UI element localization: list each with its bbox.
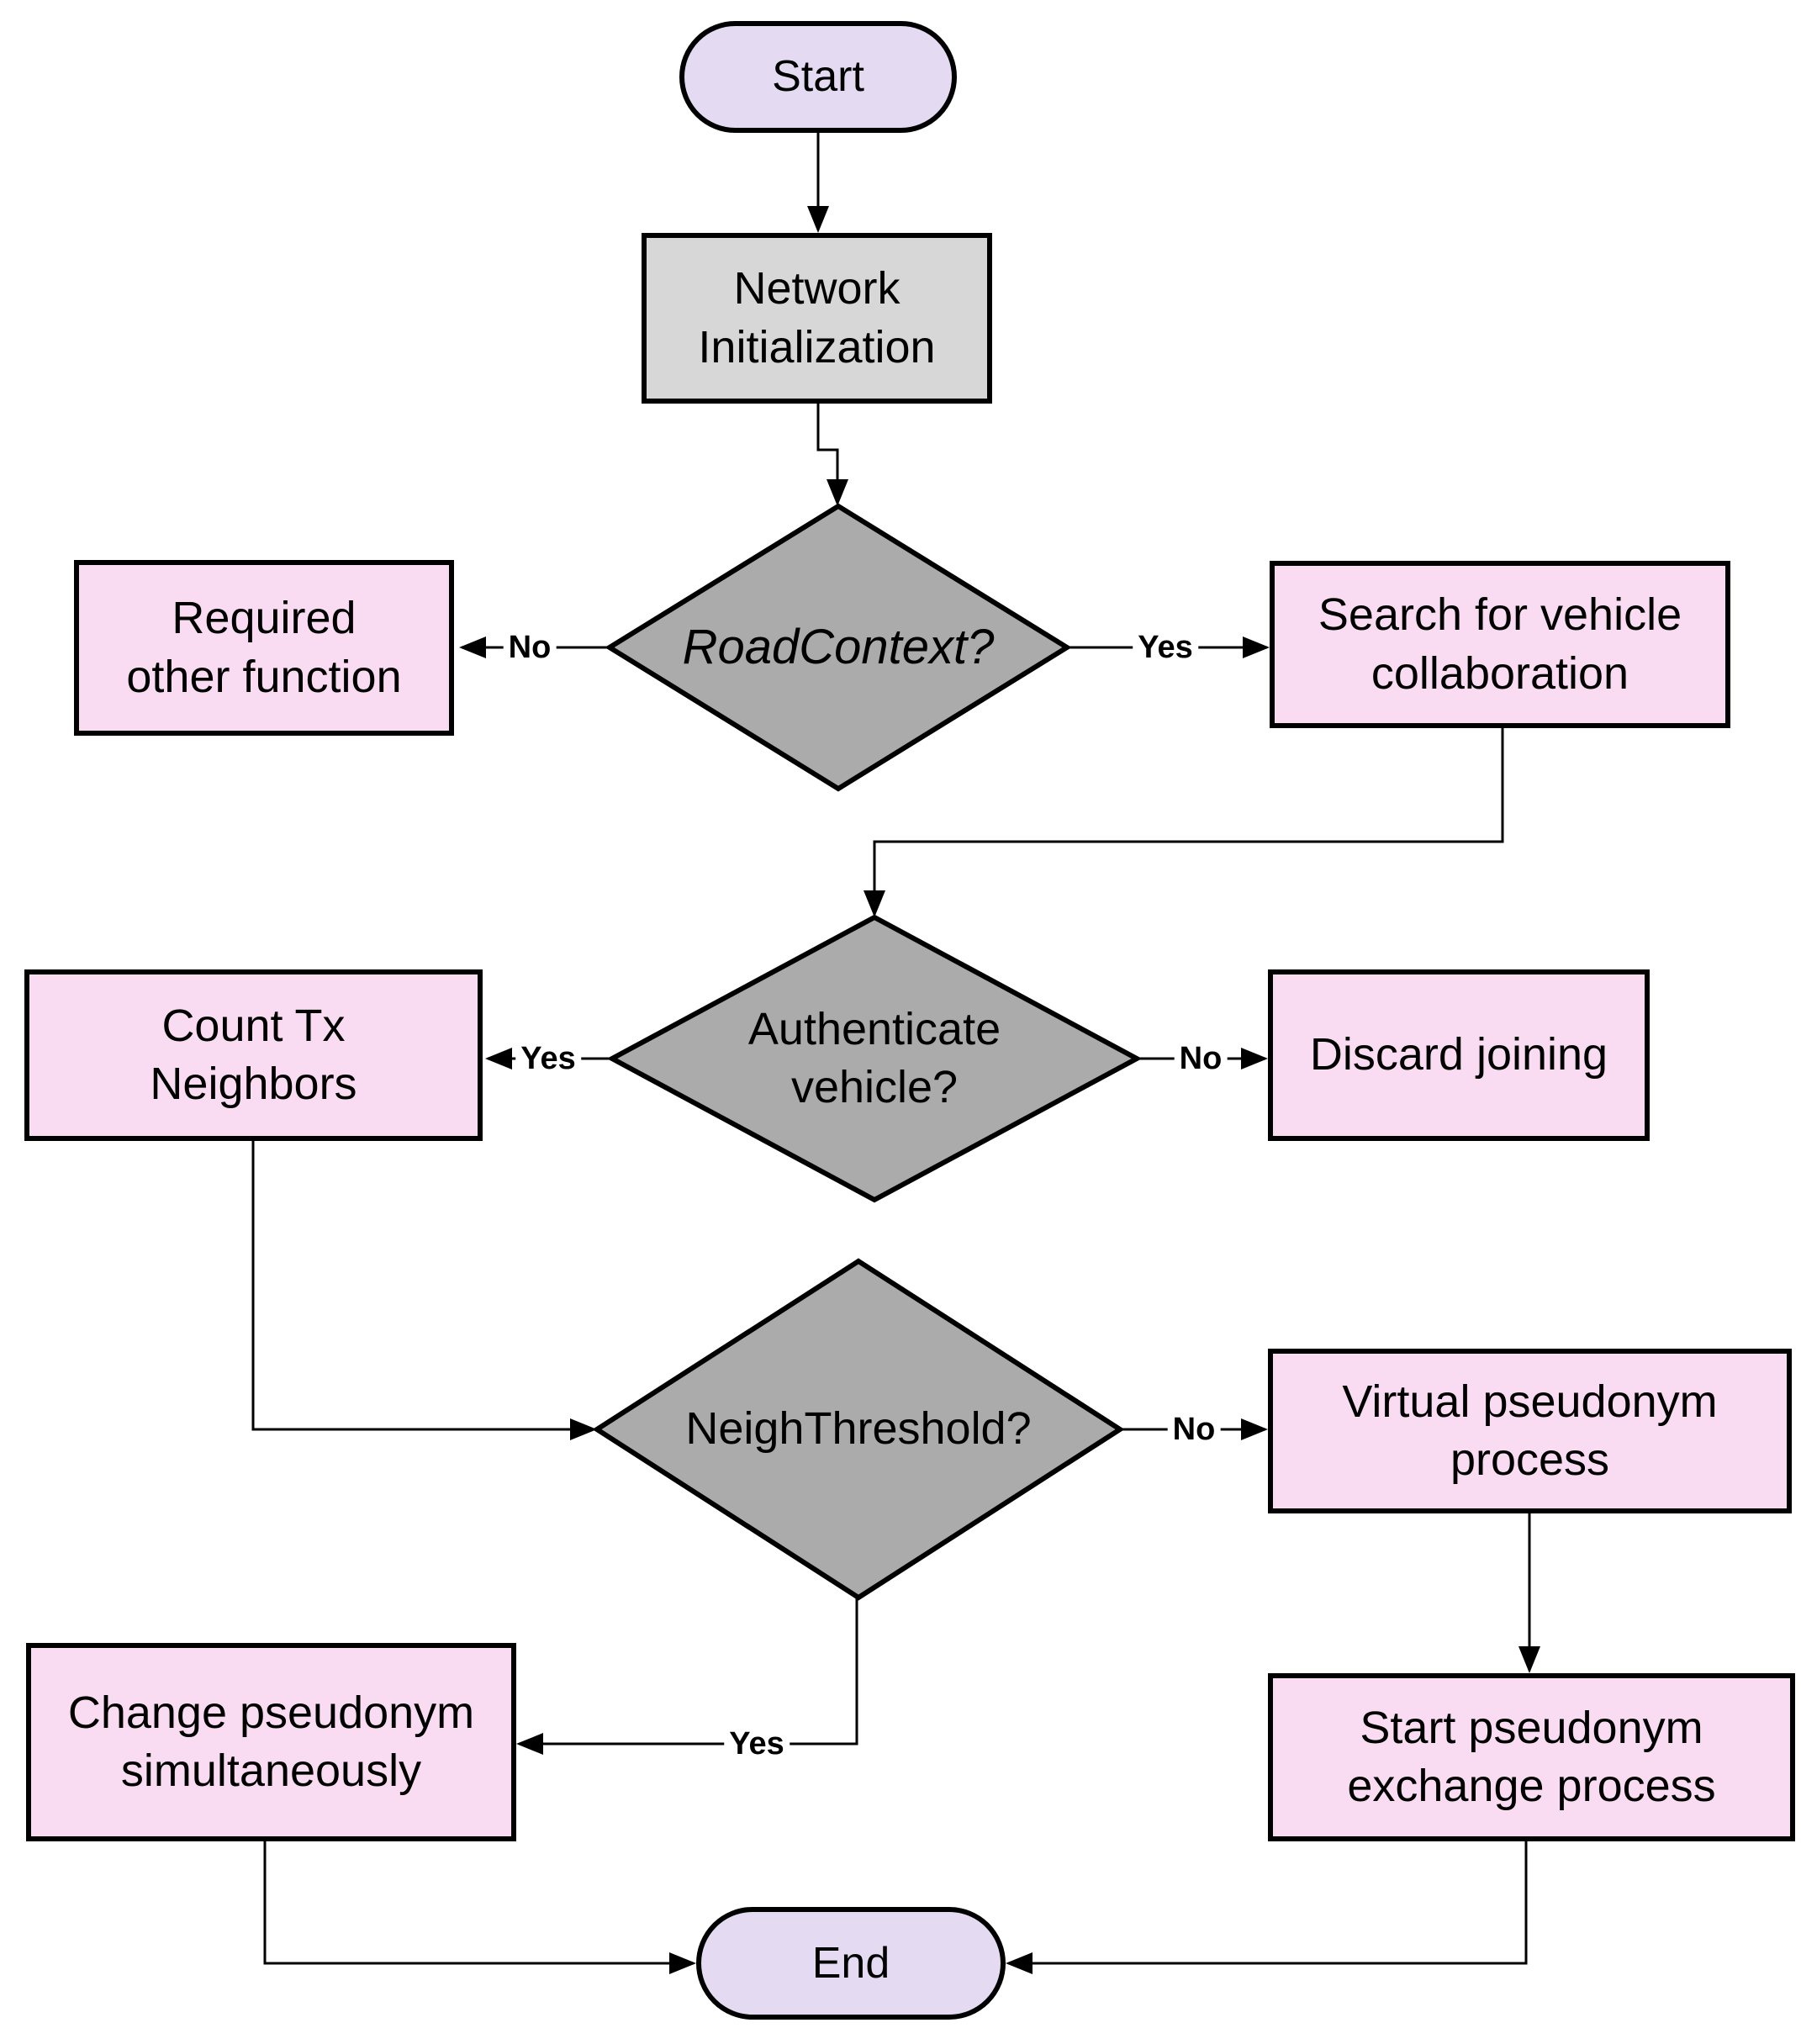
- branch-label-roadcontext-no: No: [503, 630, 557, 665]
- branch-label-threshold-yes: Yes: [724, 1726, 790, 1761]
- branch-label-threshold-no: No: [1167, 1412, 1221, 1447]
- branch-label-authenticate-yes: Yes: [515, 1041, 581, 1076]
- node-change-pseudonym-simultaneously: Change pseudonym simultaneously: [26, 1643, 516, 1841]
- branch-label-authenticate-no: No: [1174, 1041, 1228, 1076]
- node-search-vehicle-collaboration: Search for vehicle collaboration: [1270, 561, 1730, 728]
- node-virtual-pseudonym-process: Virtual pseudonym process: [1268, 1349, 1792, 1513]
- edge-network-to-roadcontext: [816, 404, 848, 506]
- node-end: End: [696, 1907, 1006, 2020]
- edge-threshold-yes: [516, 1598, 858, 1755]
- edge-change-to-end: [263, 1841, 696, 1974]
- decision-neigh-threshold: [592, 1258, 1125, 1601]
- node-discard-joining: Discard joining: [1268, 969, 1650, 1141]
- node-start-pseudonym-exchange-process: Start pseudonym exchange process: [1268, 1673, 1795, 1841]
- edge-count-to-threshold: [251, 1141, 597, 1440]
- decision-authenticate-vehicle: [606, 914, 1143, 1203]
- node-start: Start: [679, 21, 957, 133]
- node-network-initialization: Network Initialization: [642, 233, 992, 404]
- branch-label-roadcontext-yes: Yes: [1133, 630, 1198, 665]
- node-count-tx-neighbors: Count Tx Neighbors: [24, 969, 483, 1141]
- node-required-other-function: Required other function: [74, 560, 454, 736]
- edge-exchange-to-end: [1006, 1841, 1528, 1974]
- decision-road-context: [605, 503, 1072, 792]
- edge-search-to-authenticate: [864, 728, 1504, 917]
